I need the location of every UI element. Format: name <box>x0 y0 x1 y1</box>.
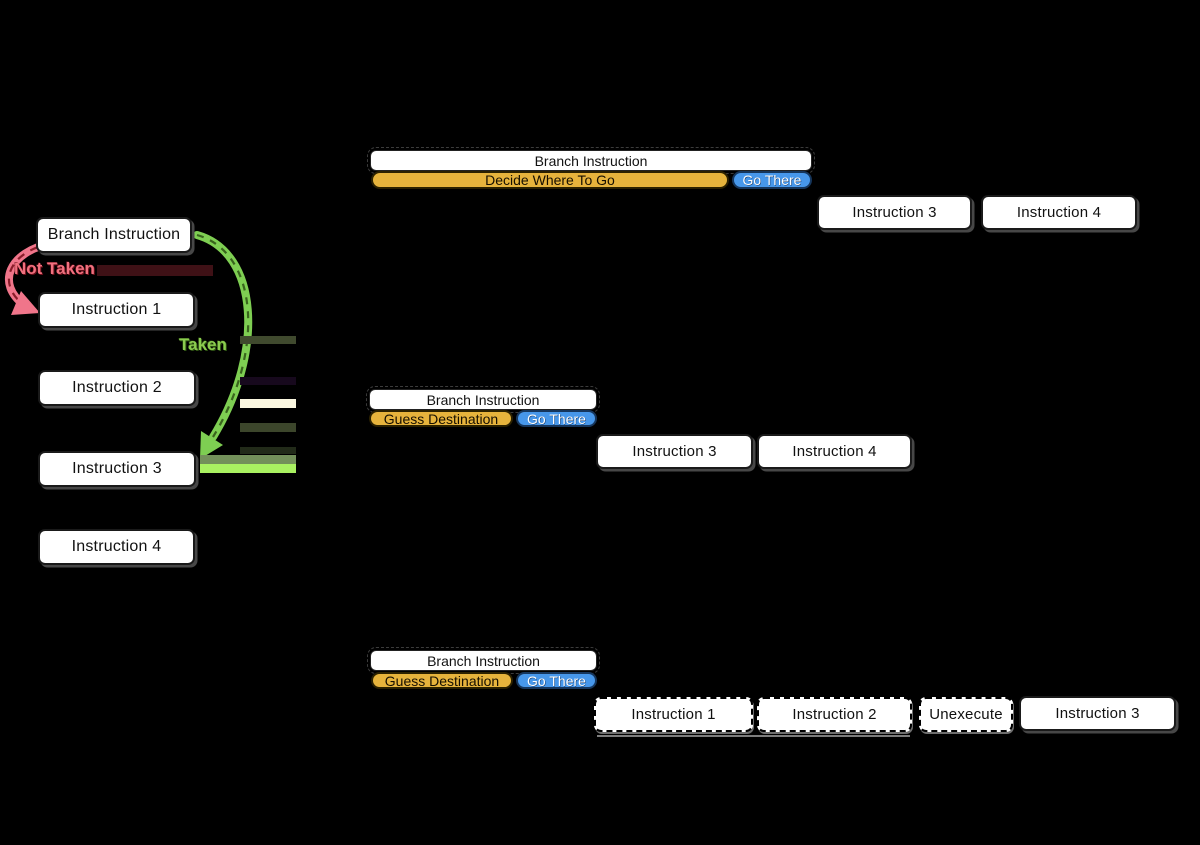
flow-box-branch-instruction: Branch Instruction <box>36 217 192 253</box>
timeline-no-prediction-go-there: Go There <box>732 171 812 189</box>
timeline-prediction-correct-instruction-4: Instruction 4 <box>757 434 912 469</box>
ghost-stripe-cream-stripe <box>240 399 296 408</box>
ghost-stripe-dark-stripe-1 <box>240 377 296 385</box>
ghost-stripe-gray-underline <box>597 735 910 737</box>
ghost-stripe-sage-stripe <box>200 455 296 464</box>
timeline-prediction-incorrect-guess-destination: Guess Destination <box>371 672 513 689</box>
timeline-no-prediction-instruction-4: Instruction 4 <box>981 195 1137 230</box>
timeline-prediction-correct-go-there: Go There <box>516 410 597 427</box>
timeline-no-prediction-instruction-3: Instruction 3 <box>817 195 972 230</box>
flow-box-instruction-1: Instruction 1 <box>38 292 195 328</box>
ghost-stripe-bright-green-stripe <box>200 464 296 473</box>
timeline-prediction-incorrect-branch-instruction: Branch Instruction <box>367 647 600 674</box>
ghost-stripe-dark-red-smudge <box>97 265 213 276</box>
timeline-no-prediction-decide-where-to-go: Decide Where To Go <box>371 171 729 189</box>
flow-box-instruction-3: Instruction 3 <box>38 451 196 487</box>
ghost-stripe-dark-stripe-2 <box>240 447 296 454</box>
not-taken-label: Not Taken <box>14 259 95 278</box>
timeline-prediction-correct-guess-destination: Guess Destination <box>369 410 513 427</box>
timeline-prediction-incorrect-instruction-2: Instruction 2 <box>757 697 912 732</box>
not-taken-arrowhead <box>11 291 40 315</box>
timeline-prediction-correct-branch-instruction: Branch Instruction <box>366 386 600 413</box>
flow-box-instruction-2: Instruction 2 <box>38 370 196 406</box>
timeline-no-prediction-branch-instruction: Branch Instruction <box>367 147 815 174</box>
timeline-prediction-incorrect-go-there: Go There <box>516 672 597 689</box>
flow-box-instruction-4: Instruction 4 <box>38 529 195 565</box>
timeline-prediction-incorrect-unexecute: Unexecute <box>919 697 1013 732</box>
timeline-prediction-incorrect-instruction-3: Instruction 3 <box>1019 696 1176 731</box>
ghost-stripe-olive-stripe-2 <box>240 423 296 432</box>
timeline-prediction-incorrect-instruction-1: Instruction 1 <box>594 697 753 732</box>
ghost-stripe-olive-stripe-1 <box>240 336 296 344</box>
timeline-prediction-correct-instruction-3: Instruction 3 <box>596 434 753 469</box>
taken-label: Taken <box>179 335 227 354</box>
